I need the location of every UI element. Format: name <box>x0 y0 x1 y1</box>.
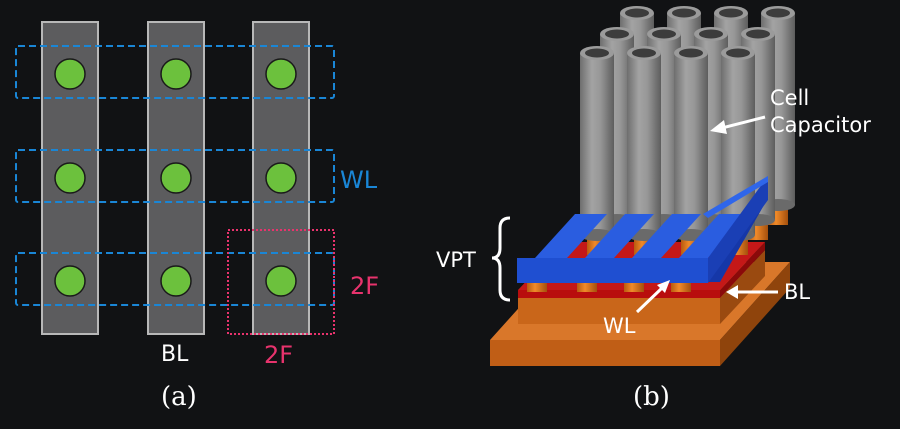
wordline <box>15 45 335 99</box>
wordline-top <box>535 214 607 258</box>
capacitor-hole <box>699 29 723 39</box>
pitch-horizontal-label: 2F <box>264 341 293 369</box>
bl-label-a: BL <box>161 342 189 367</box>
memory-cell <box>265 265 297 297</box>
wordline-top <box>585 214 654 258</box>
memory-cell <box>160 162 192 194</box>
cell-capacitor <box>627 53 661 235</box>
memory-cell <box>160 58 192 90</box>
cell-capacitor <box>580 53 614 235</box>
wordline-block <box>567 258 614 283</box>
caption-b: (b) <box>633 382 670 412</box>
wordline <box>15 149 335 203</box>
vpt-brace <box>491 216 511 302</box>
bl-arrow <box>726 285 778 299</box>
capacitor-hole <box>766 8 790 18</box>
panel-a: WL 2F BL 2F (a) <box>15 21 379 412</box>
wordline-block <box>517 258 567 283</box>
memory-cell <box>265 58 297 90</box>
wordline-top <box>679 214 748 258</box>
panel-b: Cell Capacitor VPT WL BL (b) <box>436 6 871 412</box>
cell-capacitor-arrow <box>710 115 766 134</box>
memory-cell <box>265 162 297 194</box>
capacitor-hole <box>726 48 750 58</box>
capacitor-hole <box>625 8 649 18</box>
capacitor-hole <box>719 8 743 18</box>
cell-capacitor <box>674 53 708 235</box>
capacitor-hole <box>605 29 629 39</box>
capacitor-hole <box>585 48 609 58</box>
capacitor-hole <box>679 48 703 58</box>
wordline-block <box>661 258 708 283</box>
capacitor-hole <box>672 8 696 18</box>
memory-cell <box>54 58 86 90</box>
wl-label-b: WL <box>603 314 636 338</box>
vpt-label: VPT <box>436 248 476 272</box>
pitch-box <box>227 229 335 335</box>
pitch-vertical-label: 2F <box>350 272 379 300</box>
capacitor-hole <box>652 29 676 39</box>
cell-capacitor-label-line1: Cell <box>770 86 809 110</box>
wordline-end <box>708 176 768 283</box>
memory-cell <box>54 162 86 194</box>
wordline-top <box>632 214 701 258</box>
wordline-block <box>614 258 661 283</box>
memory-cell <box>54 265 86 297</box>
memory-cell <box>160 265 192 297</box>
wordline-top <box>703 176 768 218</box>
wordline <box>15 252 335 306</box>
bl-label-b: BL <box>784 280 810 304</box>
capacitor-hole <box>746 29 770 39</box>
capacitor-hole <box>632 48 656 58</box>
cell-capacitor-label-line2: Capacitor <box>770 113 871 137</box>
wl-label-a: WL <box>340 166 378 194</box>
wl-arrow <box>635 280 670 314</box>
caption-a: (a) <box>161 382 197 412</box>
